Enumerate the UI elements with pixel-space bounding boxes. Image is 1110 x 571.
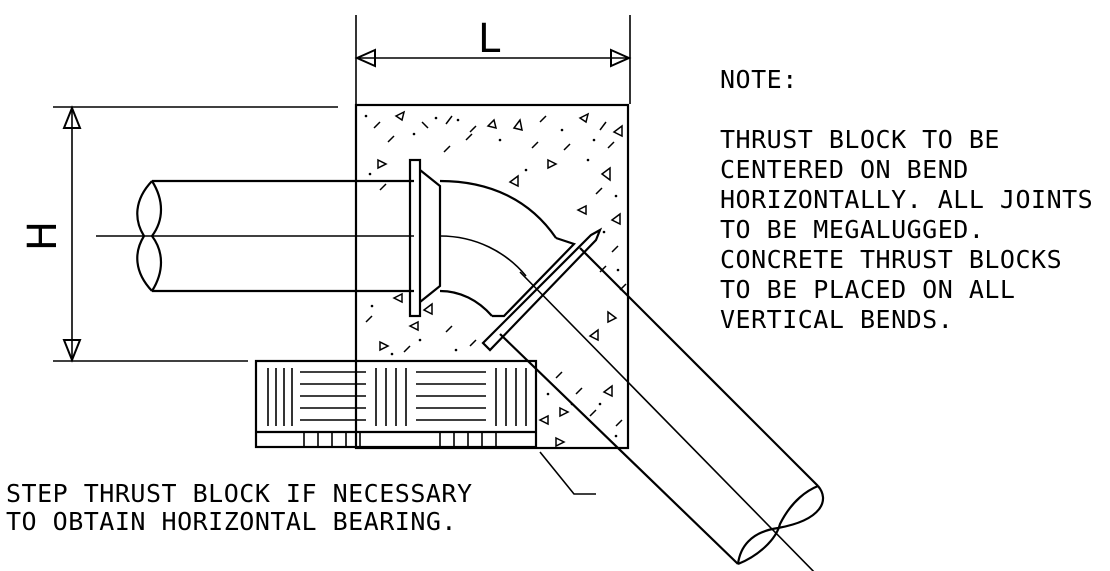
bend-fitting bbox=[439, 179, 557, 317]
note-line-6: TO BE PLACED ON ALL bbox=[720, 275, 1015, 304]
length-label: L bbox=[478, 16, 501, 62]
height-label: H bbox=[20, 221, 66, 251]
step-bearing-block bbox=[254, 359, 538, 449]
concrete-hatch bbox=[364, 110, 627, 448]
note-line-1: THRUST BLOCK TO BE bbox=[720, 125, 1000, 154]
outlet-pipe bbox=[499, 247, 825, 571]
height-dimension: H bbox=[20, 105, 338, 363]
note-line-2: CENTERED ON BEND bbox=[720, 155, 969, 184]
note-heading: NOTE: bbox=[720, 65, 798, 94]
outlet-flange bbox=[481, 227, 603, 352]
length-dimension: L bbox=[354, 15, 632, 104]
callout-line-2: TO OBTAIN HORIZONTAL BEARING. bbox=[6, 507, 457, 536]
callout-line-1: STEP THRUST BLOCK IF NECESSARY bbox=[6, 479, 473, 508]
note-line-3: HORIZONTALLY. ALL JOINTS bbox=[720, 185, 1093, 214]
note-line-5: CONCRETE THRUST BLOCKS bbox=[720, 245, 1062, 274]
inlet-pipe bbox=[96, 179, 414, 293]
inlet-flange bbox=[408, 158, 442, 318]
callout-leader bbox=[539, 451, 596, 495]
note-line-7: VERTICAL BENDS. bbox=[720, 305, 953, 334]
note-line-4: TO BE MEGALUGGED. bbox=[720, 215, 984, 244]
